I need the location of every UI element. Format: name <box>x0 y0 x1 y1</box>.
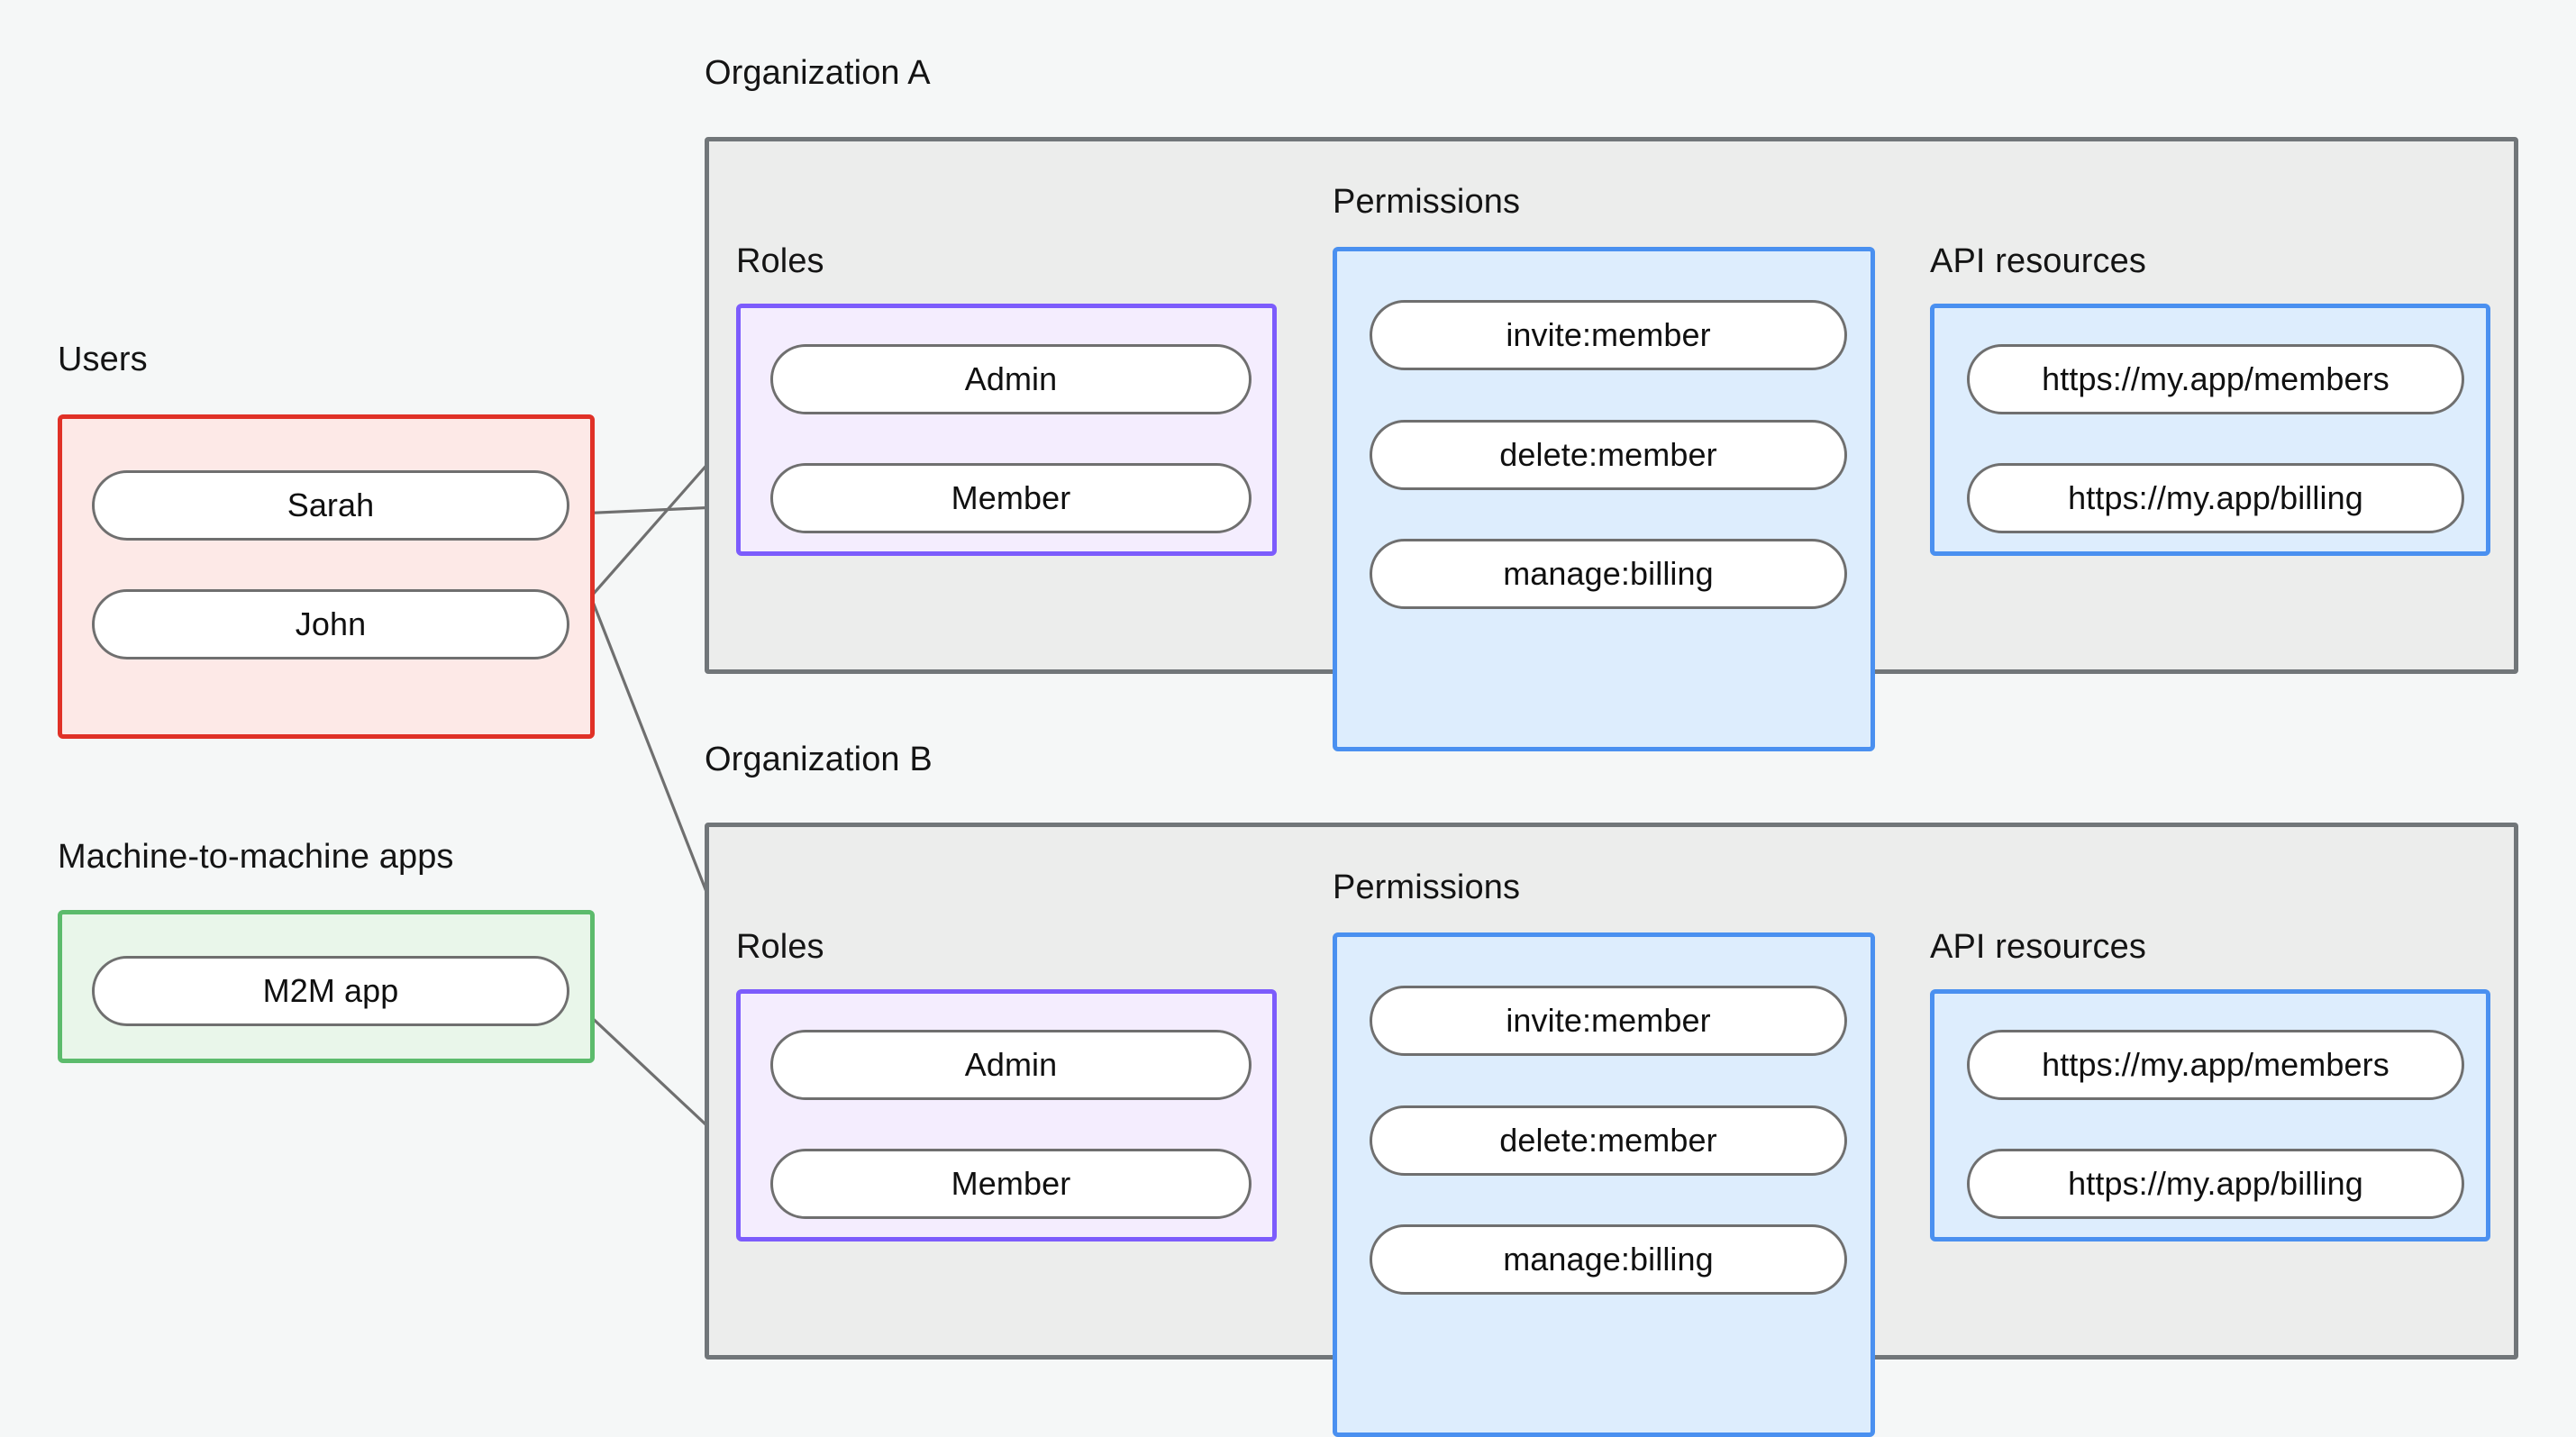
org-a-caption: Organization A <box>705 54 931 92</box>
org-a-permissions-caption: Permissions <box>1333 183 1521 221</box>
user-pill-john[interactable]: John <box>92 589 569 659</box>
org-b-caption: Organization B <box>705 741 933 778</box>
org-b-api-group: https://my.app/members https://my.app/bi… <box>1930 989 2490 1241</box>
role-pill-org-b-admin[interactable]: Admin <box>770 1030 1252 1100</box>
m2m-group: M2M app <box>58 910 595 1063</box>
m2m-pill-app[interactable]: M2M app <box>92 956 569 1026</box>
org-b-container: Roles Admin Member Permissions invite:me… <box>705 823 2518 1437</box>
permission-pill-org-a-billing[interactable]: manage:billing <box>1370 539 1847 609</box>
org-b-api-caption: API resources <box>1930 928 2146 966</box>
users-caption: Users <box>58 341 148 378</box>
org-b-roles-caption: Roles <box>736 928 824 966</box>
m2m-caption: Machine-to-machine apps <box>58 838 454 876</box>
permission-pill-org-b-delete[interactable]: delete:member <box>1370 1105 1847 1176</box>
org-b-roles-group: Admin Member <box>736 989 1277 1241</box>
users-group: Sarah John <box>58 414 595 739</box>
org-a-api-group: https://my.app/members https://my.app/bi… <box>1930 304 2490 556</box>
api-resource-pill-org-b-billing[interactable]: https://my.app/billing <box>1967 1149 2464 1219</box>
permission-pill-org-a-delete[interactable]: delete:member <box>1370 420 1847 490</box>
permission-pill-org-b-billing[interactable]: manage:billing <box>1370 1224 1847 1295</box>
org-a-api-caption: API resources <box>1930 242 2146 280</box>
role-pill-org-a-member[interactable]: Member <box>770 463 1252 533</box>
permission-pill-org-a-invite[interactable]: invite:member <box>1370 300 1847 370</box>
org-b-permissions-group: invite:member delete:member manage:billi… <box>1333 932 1875 1437</box>
api-resource-pill-org-a-members[interactable]: https://my.app/members <box>1967 344 2464 414</box>
api-resource-pill-org-a-billing[interactable]: https://my.app/billing <box>1967 463 2464 533</box>
user-pill-sarah[interactable]: Sarah <box>92 470 569 541</box>
role-pill-org-b-member[interactable]: Member <box>770 1149 1252 1219</box>
permission-pill-org-b-invite[interactable]: invite:member <box>1370 986 1847 1056</box>
role-pill-org-a-admin[interactable]: Admin <box>770 344 1252 414</box>
org-a-container: Roles Admin Member Permissions invite:me… <box>705 137 2518 751</box>
org-b-permissions-caption: Permissions <box>1333 869 1521 906</box>
org-a-permissions-group: invite:member delete:member manage:billi… <box>1333 247 1875 751</box>
org-a-roles-caption: Roles <box>736 242 824 280</box>
org-a-roles-group: Admin Member <box>736 304 1277 556</box>
api-resource-pill-org-b-members[interactable]: https://my.app/members <box>1967 1030 2464 1100</box>
